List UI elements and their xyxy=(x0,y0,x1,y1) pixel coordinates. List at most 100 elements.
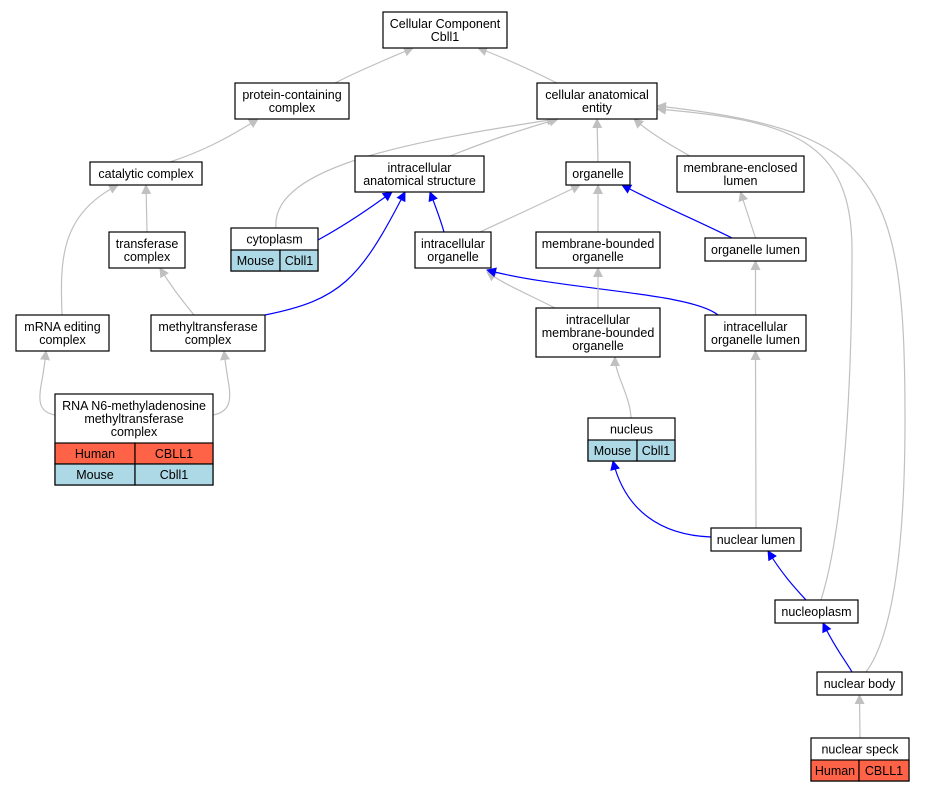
node-box xyxy=(89,161,203,186)
node-label-line: nucleus xyxy=(610,423,653,437)
edge-nucleoplasm-to-nuclear-lumen xyxy=(767,550,807,601)
edge-cytoplasm-to-intracellular-anatomical-structure xyxy=(317,191,393,241)
node-label-line: transferase xyxy=(116,237,179,251)
edge-nuclear-body-to-cellular-anatomical-entity xyxy=(656,101,906,673)
node-label-line: membrane-bounded xyxy=(542,237,655,251)
gene-label: CBLL1 xyxy=(155,447,193,461)
node-label-line: methyltransferase xyxy=(84,412,183,426)
edge-nucleus-to-intracellular-membrane-bounded-organelle xyxy=(610,356,632,419)
species-label: Human xyxy=(75,447,115,461)
node-box xyxy=(150,314,266,352)
node-box xyxy=(354,155,485,193)
node-label-line: cytoplasm xyxy=(246,233,302,247)
node-label-line: complex xyxy=(39,333,86,347)
node-label-line: complex xyxy=(124,250,171,264)
node-box xyxy=(535,307,661,358)
node-label-line: Cellular Component xyxy=(390,17,501,31)
gene-cell xyxy=(858,759,910,782)
edge-nuclear-speck-to-nuclear-body xyxy=(854,694,865,739)
edge-transferase-complex-to-catalytic-complex xyxy=(141,184,152,233)
node-label-line: organelle lumen xyxy=(711,333,800,347)
edges-layer xyxy=(39,46,906,739)
edge-organelle-lumen-to-organelle xyxy=(621,184,733,239)
gene-cell xyxy=(134,463,214,486)
node-organelle[interactable]: organelle xyxy=(565,161,631,186)
node-box xyxy=(676,155,805,193)
gene-cell xyxy=(636,439,676,462)
node-label-line: organelle xyxy=(572,339,623,353)
edge-intracellular-organelle-to-organelle xyxy=(479,184,581,233)
node-rna-n6-complex[interactable]: RNA N6-methyladenosinemethyltransferasec… xyxy=(54,393,214,486)
species-label: Mouse xyxy=(237,254,275,268)
node-label-line: nuclear lumen xyxy=(717,533,796,547)
node-label-line: membrane-bounded xyxy=(542,326,655,340)
node-box xyxy=(565,161,631,186)
node-box xyxy=(108,231,186,269)
node-nuclear-body[interactable]: nuclear body xyxy=(816,671,903,696)
species-label: Human xyxy=(815,764,855,778)
node-label-line: catalytic complex xyxy=(98,167,194,181)
gene-label: Cbll1 xyxy=(642,444,671,458)
edge-protein-containing-complex-to-root xyxy=(334,46,414,84)
edge-rna-n6-complex-to-methyltransferase-complex xyxy=(212,350,231,416)
node-organelle-lumen[interactable]: organelle lumen xyxy=(704,237,807,262)
node-label-line: intracellular xyxy=(566,313,630,327)
species-label: Mouse xyxy=(594,444,632,458)
node-box xyxy=(704,237,807,262)
node-label-line: methyltransferase xyxy=(158,320,257,334)
node-box xyxy=(234,82,350,120)
node-label-line: protein-containing xyxy=(242,88,341,102)
edge-methyltransferase-complex-to-transferase-complex xyxy=(159,267,195,316)
node-label-line: Cbll1 xyxy=(431,30,460,44)
node-catalytic-complex[interactable]: catalytic complex xyxy=(89,161,203,186)
gene-label: CBLL1 xyxy=(865,764,903,778)
node-box xyxy=(15,314,110,352)
node-box xyxy=(816,671,903,696)
edge-methyltransferase-complex-to-intracellular-anatomical-structure xyxy=(264,191,406,316)
node-label-line: nuclear speck xyxy=(821,743,899,757)
node-label-line: membrane-enclosed xyxy=(684,161,798,175)
node-label-line: complex xyxy=(269,101,316,115)
gene-label: Cbll1 xyxy=(160,468,189,482)
edge-intracellular-anatomical-structure-to-cellular-anatomical-entity xyxy=(449,116,559,157)
node-box xyxy=(710,527,802,552)
node-label-line: nuclear body xyxy=(824,677,896,691)
node-label-line: cellular anatomical xyxy=(545,88,649,102)
edge-catalytic-complex-to-protein-containing-complex xyxy=(169,118,259,163)
node-label-line: lumen xyxy=(723,174,757,188)
node-nucleoplasm[interactable]: nucleoplasm xyxy=(774,599,859,624)
node-box xyxy=(704,314,807,352)
node-label-line: anatomical structure xyxy=(363,174,476,188)
node-label-line: RNA N6-methyladenosine xyxy=(62,399,206,413)
edge-cellular-anatomical-entity-to-root xyxy=(477,46,558,84)
node-box xyxy=(774,599,859,624)
edge-nuclear-lumen-to-nucleus xyxy=(610,460,712,538)
node-box xyxy=(536,82,658,120)
edge-mrna-editing-complex-to-catalytic-complex xyxy=(60,184,119,316)
edge-organelle-to-cellular-anatomical-entity xyxy=(592,118,603,163)
edge-intracellular-organelle-to-intracellular-anatomical-structure xyxy=(428,191,445,233)
gene-label: Cbll1 xyxy=(285,254,314,268)
node-box xyxy=(535,231,661,269)
node-nuclear-lumen[interactable]: nuclear lumen xyxy=(710,527,802,552)
node-label-line: organelle xyxy=(427,250,478,264)
node-label-line: intracellular xyxy=(388,161,452,175)
edge-nuclear-body-to-nucleoplasm xyxy=(822,622,853,673)
gene-cell xyxy=(279,249,319,272)
